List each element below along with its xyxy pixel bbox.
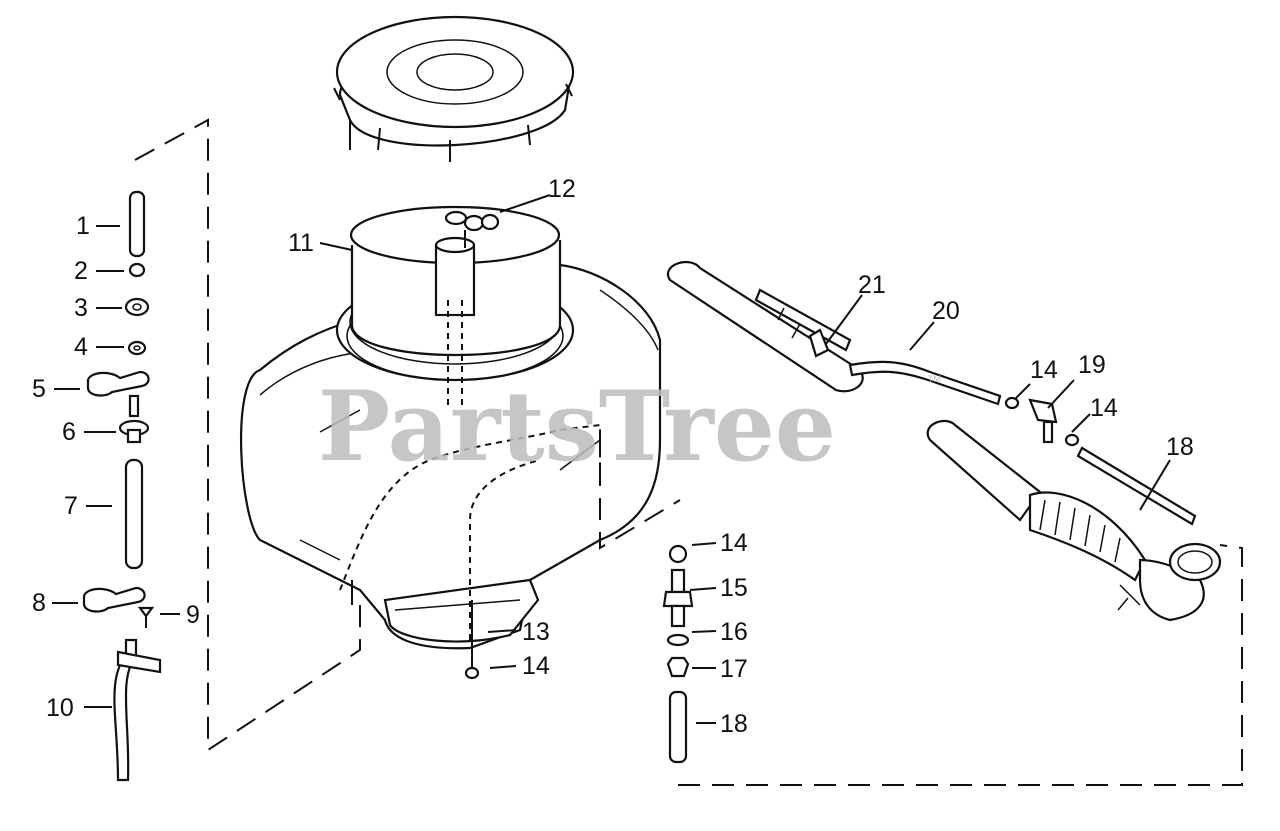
callout-4: 4	[74, 333, 88, 361]
callout-labels: 1 2 3 4 5 6 7 8 9 10 11 12 13 14 14 15 1…	[32, 175, 1194, 738]
watermark-text: PartsTree	[318, 370, 836, 483]
left-dashed-guide	[134, 118, 361, 752]
callout-8: 8	[32, 589, 46, 617]
callout-12: 12	[548, 175, 576, 203]
callout-19: 19	[1078, 351, 1106, 379]
right-dashed-guide	[599, 430, 1243, 786]
callout-2: 2	[74, 257, 88, 285]
watermark-tm: TM	[928, 374, 941, 384]
spray-hose-assembly	[666, 260, 1222, 622]
middle-parts-column	[662, 544, 694, 764]
callout-21: 21	[858, 271, 886, 299]
leader-lines	[52, 194, 1171, 724]
callout-6: 6	[62, 418, 76, 446]
callout-7: 7	[64, 492, 78, 520]
callout-14-bottom: 14	[522, 652, 550, 680]
callout-17: 17	[720, 655, 748, 683]
callout-18-hose: 18	[1166, 433, 1194, 461]
callout-14-hose-right: 14	[1090, 394, 1118, 422]
left-parts-column	[82, 190, 162, 782]
tank-lid	[333, 15, 575, 162]
callout-3: 3	[74, 294, 88, 322]
callout-14-mid: 14	[720, 529, 748, 557]
callout-9: 9	[186, 601, 200, 629]
callout-1: 1	[76, 212, 90, 240]
strainer-basket	[335, 205, 575, 410]
callout-10: 10	[46, 694, 74, 722]
callout-20: 20	[932, 297, 960, 325]
callout-11: 11	[288, 229, 314, 257]
vent-cap	[444, 210, 500, 232]
callout-15: 15	[720, 574, 748, 602]
callout-5: 5	[32, 375, 46, 403]
callout-14-hose-left: 14	[1030, 356, 1058, 384]
callout-16: 16	[720, 618, 748, 646]
callout-18-mid: 18	[720, 710, 748, 738]
callout-13: 13	[522, 618, 550, 646]
